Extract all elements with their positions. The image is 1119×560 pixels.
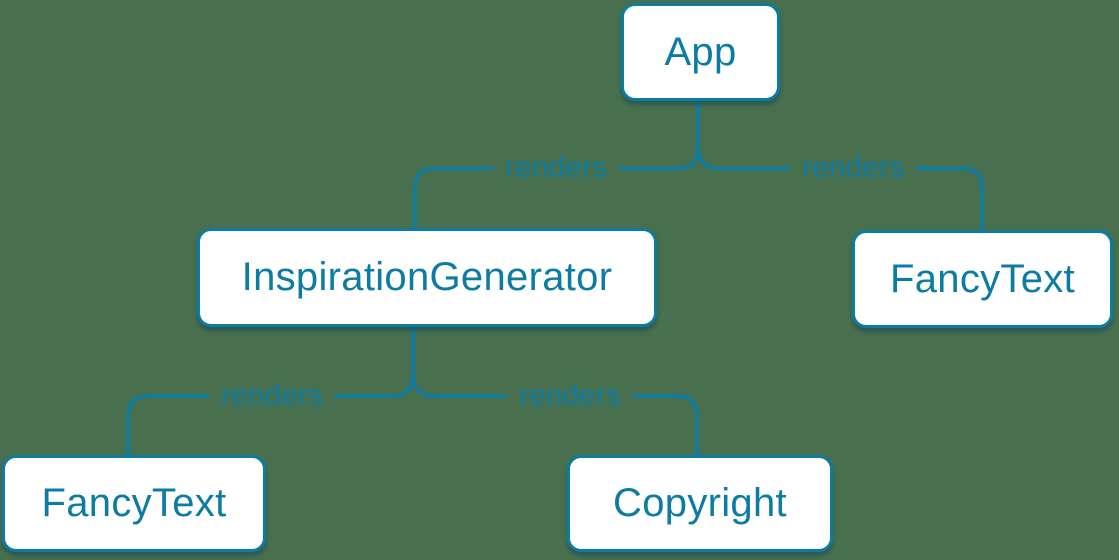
- node-fancy-text: FancyText: [2, 455, 266, 552]
- node-app: App: [621, 3, 780, 101]
- edge-label-renders: renders: [790, 149, 916, 187]
- edge-label-renders: renders: [493, 149, 619, 187]
- edge-label-renders: renders: [209, 377, 335, 415]
- node-copyright: Copyright: [567, 455, 833, 552]
- node-inspiration-generator: InspirationGenerator: [197, 228, 657, 327]
- edge-label-renders: renders: [507, 377, 633, 415]
- node-fancy-text: FancyText: [852, 230, 1113, 328]
